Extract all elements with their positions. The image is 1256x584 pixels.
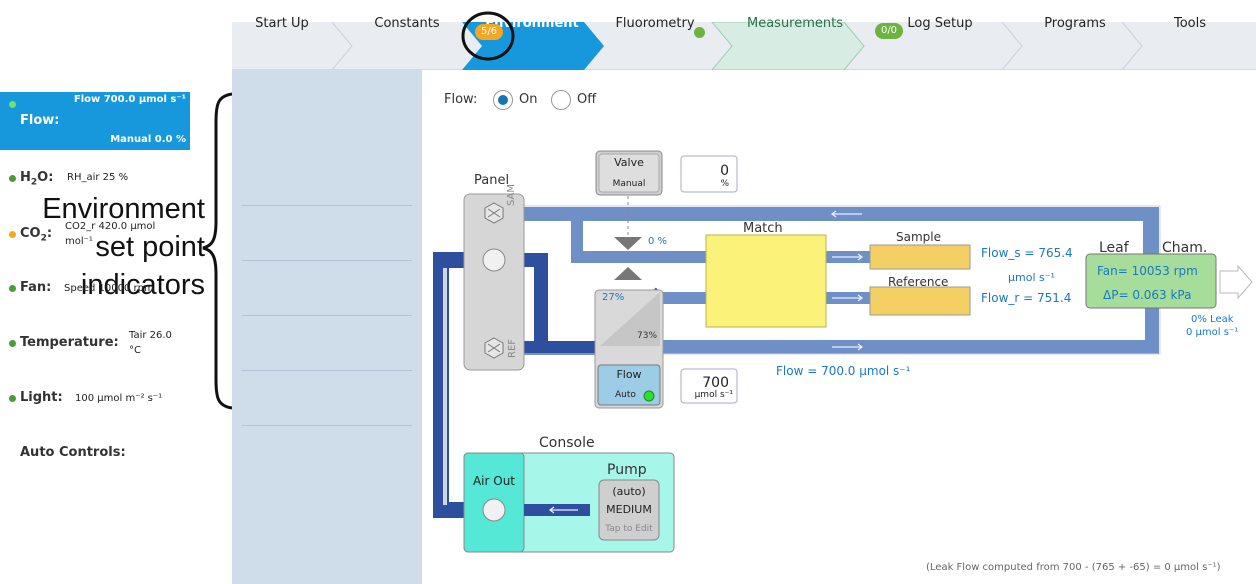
tab-measurements-bg: [711, 22, 865, 70]
leak-percent: 0% Leak: [1191, 314, 1234, 325]
co2-status-dot: [9, 231, 16, 238]
light-status-dot: [9, 395, 16, 402]
flow-control-button[interactable]: Flow: [616, 368, 642, 381]
cham-label: Cham.: [1162, 240, 1208, 256]
light-value: 100 µmol m⁻² s⁻¹: [75, 393, 163, 404]
tab-programs-label: Programs: [1044, 16, 1106, 31]
flow-unit: µmol s⁻¹: [1008, 271, 1055, 284]
sam-label: SAM: [506, 183, 517, 206]
flow-status-dot: [9, 101, 16, 108]
highlight-circle: [461, 11, 515, 61]
panel-label: Panel: [474, 173, 510, 188]
auto-controls-label: Auto Controls:: [20, 445, 126, 460]
hex-bolt-icon: [484, 202, 504, 224]
flow-off-radio[interactable]: [551, 90, 571, 110]
tab-measurements-label: Measurements: [746, 16, 844, 31]
console-label: Console: [539, 435, 595, 451]
sidebar: [232, 70, 422, 584]
co2-label: CO2:: [20, 226, 53, 244]
fan-value: Speed 10000 rpm: [64, 283, 154, 294]
flow-on-radio[interactable]: [493, 90, 513, 110]
air-out-label: Air Out: [472, 474, 516, 488]
pump-label: Pump: [607, 462, 647, 478]
pump-tap-to-edit[interactable]: Tap to Edit: [605, 524, 653, 534]
curly-brace-annotation: [202, 92, 233, 410]
sample-label: Sample: [896, 230, 941, 244]
leaf-label: Leaf: [1099, 240, 1129, 256]
leak-flow: 0 µmol s⁻¹: [1186, 327, 1239, 338]
match-label: Match: [743, 221, 783, 236]
flow-on-label: On: [519, 92, 538, 107]
temperature-status-dot: [9, 340, 16, 347]
valve-unit: %: [720, 179, 729, 189]
tab-start-up-label: Start Up: [255, 16, 309, 31]
panel-block: [463, 193, 525, 371]
selected-notch: [411, 110, 422, 132]
sidebar-item-auto-controls[interactable]: Auto Controls:: [0, 426, 190, 481]
flow-control-unit: µmol s⁻¹: [694, 390, 733, 400]
sidebar-item-fan[interactable]: Fan: Speed 10000 rpm: [0, 261, 190, 316]
tab-log-setup[interactable]: Log Setup: [890, 0, 990, 48]
tab-log-setup-label: Log Setup: [907, 16, 973, 31]
reference-label: Reference: [888, 275, 949, 289]
tab-tools[interactable]: Tools: [1140, 0, 1240, 48]
tab-programs[interactable]: Programs: [1020, 0, 1130, 48]
sidebar-item-h2o[interactable]: H2O: RH_air 25 %: [0, 150, 190, 205]
fluorometry-status-dot: [694, 27, 705, 38]
temperature-label: Temperature:: [20, 335, 119, 350]
log-setup-badge: 0/0: [875, 23, 903, 39]
tab-tools-label: Tools: [1173, 16, 1207, 31]
tab-constants[interactable]: Constants: [352, 0, 462, 48]
fan-status-dot: [9, 285, 16, 292]
tab-fluorometry[interactable]: Fluorometry: [600, 0, 710, 48]
pump-speed[interactable]: MEDIUM: [606, 503, 652, 516]
dp-readout: ΔP= 0.063 kPa: [1103, 288, 1192, 302]
temperature-value: Tair 26.0°C: [129, 330, 172, 356]
flow-label: Flow:: [20, 113, 60, 128]
flow-setpoint: Flow 700.0 µmol s⁻¹: [73, 94, 186, 105]
flow-s-readout: Flow_s = 765.4: [981, 246, 1073, 260]
valve-button[interactable]: Valve: [614, 156, 644, 169]
flow-off-label: Off: [577, 92, 597, 107]
annotation-line-2: set point: [95, 231, 205, 263]
flow-r-readout: Flow_r = 751.4: [981, 291, 1072, 305]
environment-badge: 5/6: [475, 24, 503, 40]
fan-label: Fan:: [20, 280, 52, 295]
tab-start-up[interactable]: Start Up: [232, 0, 332, 48]
ref-label: REF: [507, 338, 518, 358]
h2o-label: H2O:: [20, 170, 54, 188]
split-percent: 0 %: [648, 236, 668, 247]
tab-fluorometry-label: Fluorometry: [615, 16, 695, 31]
split-bottom-percent: 73%: [637, 331, 658, 341]
annotation-line-1: Environment: [42, 193, 205, 225]
split-top-percent: 27%: [602, 292, 625, 303]
valve-value[interactable]: 0: [720, 163, 729, 179]
flow-mode: Manual 0.0 %: [110, 134, 186, 145]
flow-control-mode: Auto: [615, 390, 636, 400]
hex-bolt-icon-2: [484, 337, 504, 359]
leak-footnote: (Leak Flow computed from 700 - (765 + -6…: [926, 562, 1221, 573]
h2o-value: RH_air 25 %: [67, 172, 129, 183]
valve-mode: Manual: [612, 179, 646, 189]
tab-environment[interactable]: Environment: [472, 0, 592, 48]
fan-readout: Fan= 10053 rpm: [1097, 264, 1198, 278]
tab-environment-label: Environment: [485, 16, 579, 31]
flow-toggle-label: Flow:: [444, 92, 478, 107]
tab-measurements[interactable]: Measurements: [730, 0, 860, 48]
h2o-status-dot: [9, 175, 16, 182]
sidebar-item-flow[interactable]: Flow 700.0 µmol s⁻¹ Flow: Manual 0.0 %: [0, 92, 190, 150]
sidebar-item-light[interactable]: Light: 100 µmol m⁻² s⁻¹: [0, 371, 190, 426]
annotation-line-3: indicators: [80, 269, 205, 301]
tab-constants-label: Constants: [374, 16, 440, 31]
sidebar-item-temperature[interactable]: Temperature: Tair 26.0°C: [0, 316, 190, 371]
pump-mode[interactable]: (auto): [612, 485, 646, 498]
annotation-text: Environment set point indicators: [0, 190, 205, 304]
light-label: Light:: [20, 390, 63, 405]
flow-control-value[interactable]: 700: [702, 375, 729, 391]
flow-total: Flow = 700.0 µmol s⁻¹: [776, 364, 911, 378]
